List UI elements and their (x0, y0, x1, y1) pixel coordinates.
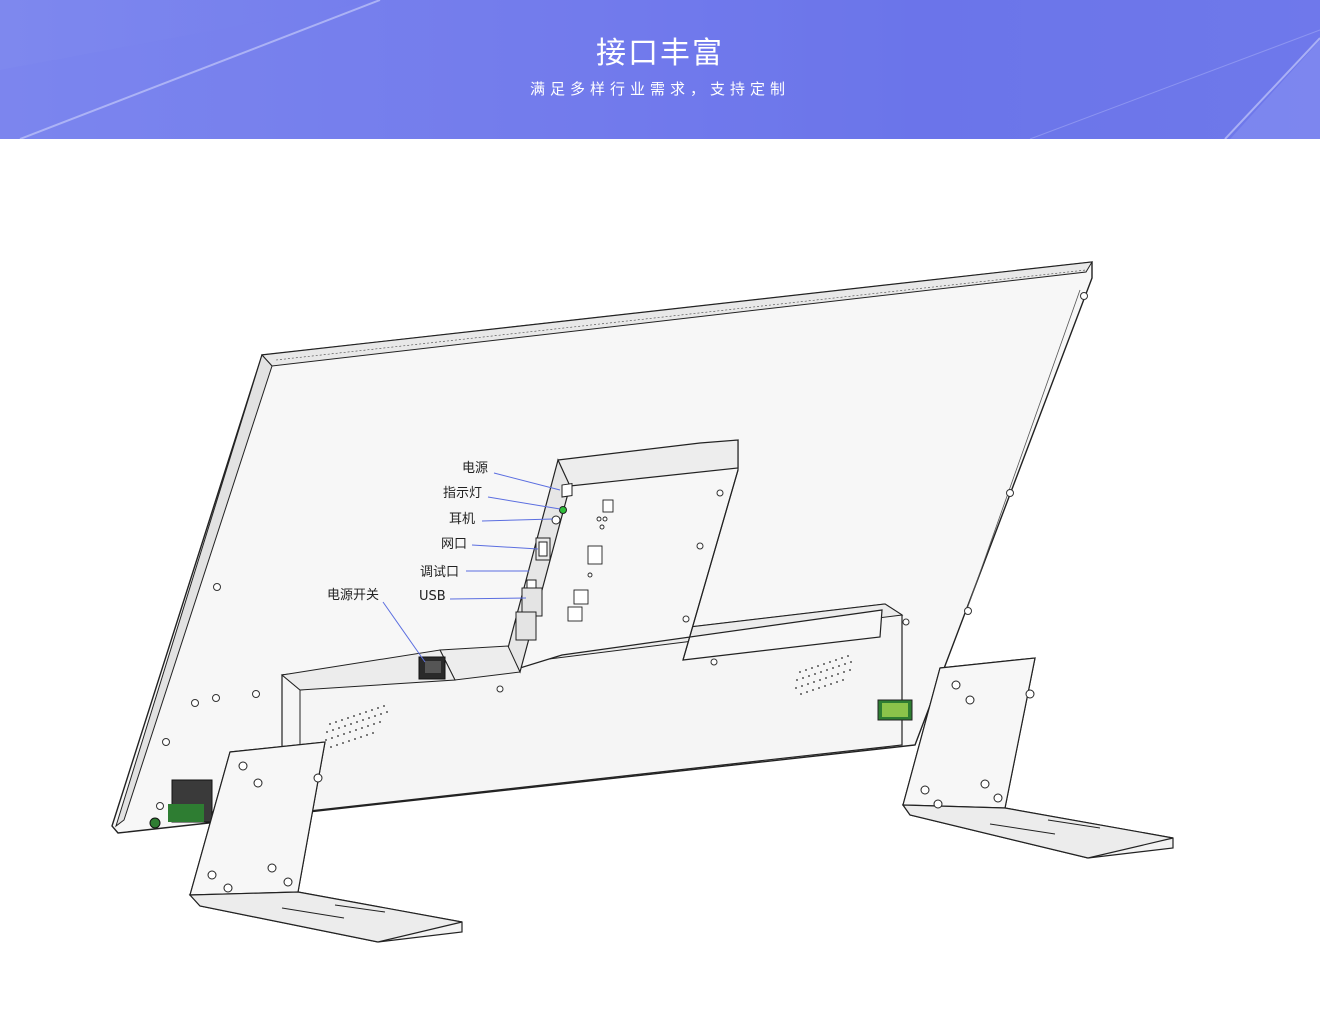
leader-lines (382, 472, 561, 663)
callout-earphone: 耳机 (449, 512, 476, 527)
panel-left-edge (115, 354, 273, 828)
stand-left (188, 741, 463, 943)
device-drawing (111, 261, 1174, 943)
speaker-grille-right (795, 655, 852, 695)
callout-debug: 调试口 (420, 565, 460, 580)
header-banner: 接口丰富 满足多样行业需求，支持定制 (0, 0, 1320, 139)
banner-title: 接口丰富 (596, 36, 724, 71)
banner-decoration (0, 0, 1320, 139)
bottom-left-connector (149, 779, 213, 829)
speaker-grille-left (325, 705, 388, 748)
callout-ethernet: 网口 (441, 537, 468, 552)
callout-power: 电源 (462, 461, 489, 476)
ports (515, 483, 573, 641)
callout-indicator: 指示灯 (443, 486, 483, 501)
power-switch (418, 656, 446, 680)
device-diagram: 电源 指示灯 耳机 网口 调试口 USB 电源开关 (0, 139, 1320, 1015)
banner-subtitle: 满足多样行业需求，支持定制 (529, 80, 790, 98)
callout-usb: USB (419, 589, 446, 604)
panel-screws (156, 292, 1088, 810)
stand-right (901, 657, 1174, 859)
indicator-led (559, 506, 567, 514)
callout-power-switch: 电源开关 (327, 588, 380, 603)
